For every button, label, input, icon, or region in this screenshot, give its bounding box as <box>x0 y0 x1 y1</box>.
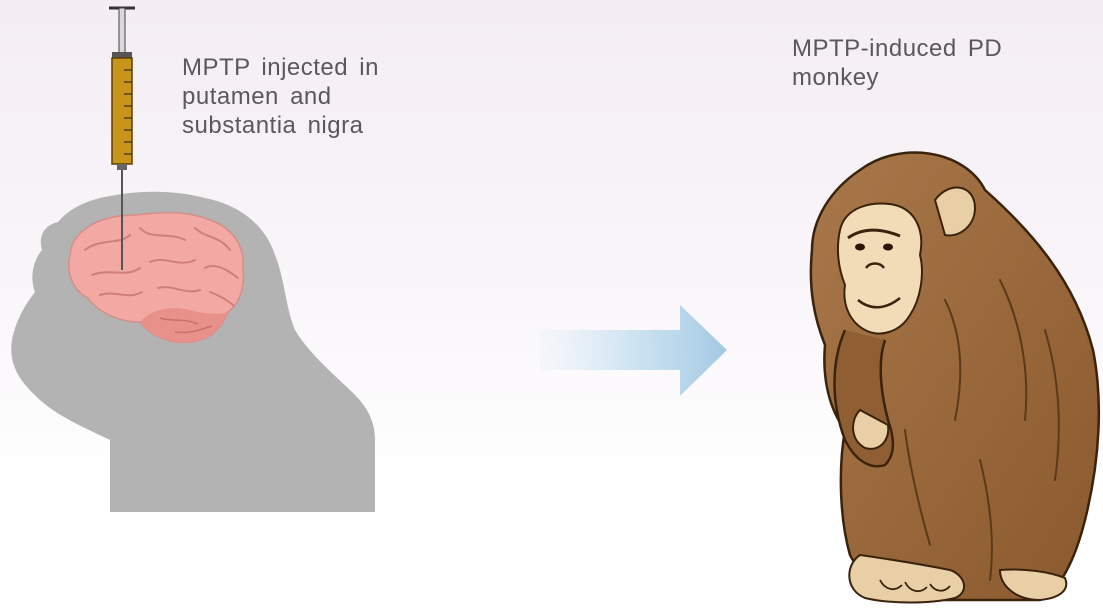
arrow-right-icon <box>540 305 727 396</box>
injection-label-line-3: substantia nigra <box>182 111 482 140</box>
chimpanzee-illustration <box>811 153 1099 603</box>
result-label: MPTP-induced PD monkey <box>792 34 1092 92</box>
injection-label-line-1: MPTP injected in <box>182 53 482 82</box>
result-label-line-2: monkey <box>792 63 1092 92</box>
result-label-line-1: MPTP-induced PD <box>792 34 1092 63</box>
injection-label: MPTP injected in putamen and substantia … <box>182 53 482 140</box>
injection-label-line-2: putamen and <box>182 82 482 111</box>
